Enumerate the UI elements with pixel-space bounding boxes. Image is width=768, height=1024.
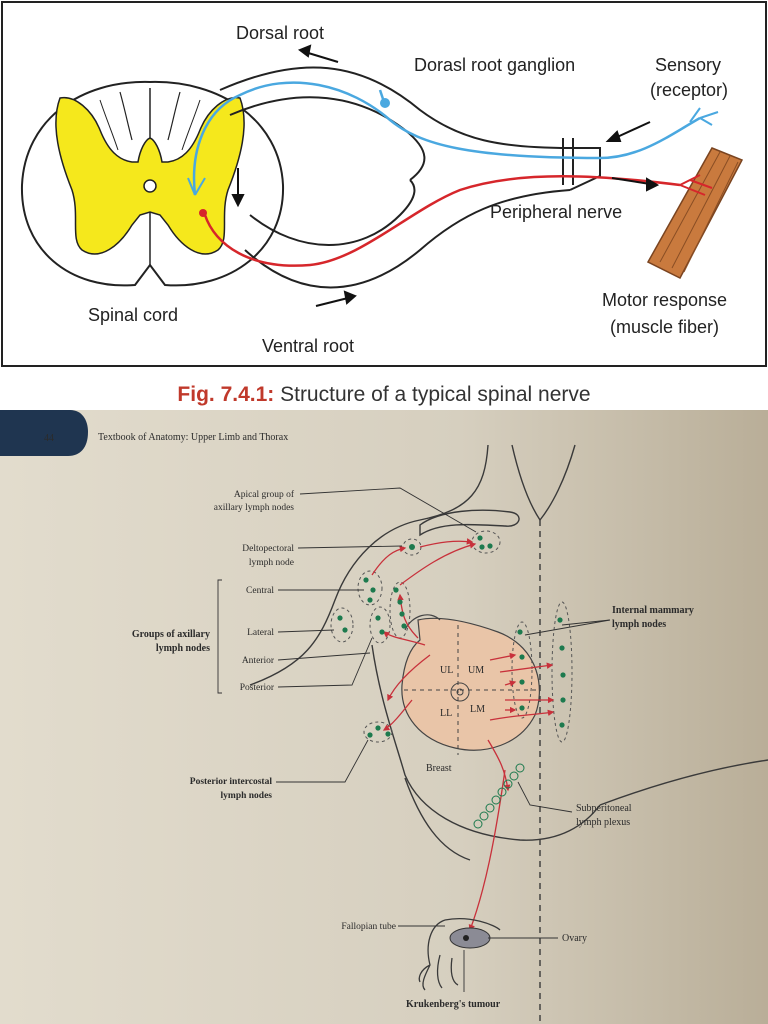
label-krukenberg: Krukenberg's tumour — [406, 999, 501, 1010]
central-canal — [143, 179, 157, 193]
motor-neuron-cell — [199, 209, 207, 217]
label-internal-mammary-2: lymph nodes — [612, 619, 666, 630]
label-anterior: Anterior — [242, 656, 275, 666]
label-um: UM — [468, 665, 484, 676]
leader-lines — [217, 487, 611, 992]
label-motor-response: Motor response — [602, 290, 727, 310]
page-header: Textbook of Anatomy: Upper Limb and Thor… — [98, 432, 288, 443]
label-apical-2: axillary lymph nodes — [214, 503, 295, 513]
label-breast: Breast — [426, 763, 452, 774]
sensory-pathway — [192, 81, 701, 196]
label-deltopectoral-2: lymph node — [249, 558, 294, 568]
label-dorsal-root: Dorsal root — [236, 23, 324, 43]
spinal-nerve-diagram: Dorsal root Dorasl root ganglion Sensory… — [1, 1, 767, 367]
label-posterior-intercostal-2: lymph nodes — [221, 791, 273, 801]
label-fallopian-tube: Fallopian tube — [341, 922, 396, 932]
label-ventral-root: Ventral root — [262, 336, 354, 356]
lymph-drainage-diagram: 44 Textbook of Anatomy: Upper Limb and T… — [0, 410, 768, 1024]
lymph-flow-arrows — [371, 538, 555, 932]
receptor-endings — [689, 107, 719, 126]
muscle-fiber-icon — [646, 147, 744, 279]
fallopian-tube-and-ovary — [418, 918, 501, 991]
node-group-outlines — [330, 530, 573, 743]
label-posterior: Posterior — [240, 683, 275, 693]
label-spinal-cord: Spinal cord — [88, 305, 178, 325]
direction-arrows — [231, 44, 660, 307]
dorsal-root-outline-upper — [219, 66, 571, 149]
page-background — [0, 410, 768, 1024]
subperitoneal-plexus — [473, 763, 525, 829]
label-groups-1: Groups of axillary — [132, 629, 210, 640]
spinal-nerve-figure: Dorsal root Dorasl root ganglion Sensory… — [0, 0, 768, 410]
label-ovary: Ovary — [562, 933, 587, 944]
ventral-root-outline — [244, 189, 571, 289]
label-lateral: Lateral — [247, 628, 274, 638]
label-apical-1: Apical group of — [234, 489, 295, 500]
body-outline — [249, 444, 768, 1024]
label-subperitoneal-2: lymph plexus — [576, 817, 630, 828]
label-posterior-intercostal-1: Posterior intercostal — [190, 777, 273, 787]
label-receptor: (receptor) — [650, 80, 728, 100]
motor-pathway — [203, 175, 681, 267]
label-ll: LL — [440, 708, 452, 719]
label-ul: UL — [440, 665, 453, 676]
lymph-nodes — [337, 535, 566, 738]
label-subperitoneal-1: Subperitoneal — [576, 803, 632, 814]
label-central: Central — [246, 586, 274, 596]
label-deltopectoral-1: Deltopectoral — [242, 544, 294, 554]
label-internal-mammary-1: Internal mammary — [612, 605, 694, 616]
dorsal-root-ganglion-cell — [380, 98, 390, 108]
label-lm: LM — [470, 704, 485, 715]
caption-text: Structure of a typical spinal nerve — [274, 383, 591, 406]
page-tab — [0, 410, 88, 456]
label-sensory: Sensory — [655, 55, 721, 75]
label-muscle-fiber: (muscle fiber) — [610, 317, 719, 337]
label-peripheral-nerve: Peripheral nerve — [490, 202, 622, 222]
page-number: 44 — [44, 433, 54, 444]
lymph-drainage-figure: 44 Textbook of Anatomy: Upper Limb and T… — [0, 410, 768, 1024]
caption-number: Fig. 7.4.1: — [177, 383, 275, 406]
gray-matter — [55, 96, 245, 255]
label-groups-2: lymph nodes — [156, 643, 210, 654]
label-dorsal-root-ganglion: Dorasl root ganglion — [414, 55, 575, 75]
figure-caption: Fig. 7.4.1: Structure of a typical spina… — [0, 383, 768, 407]
